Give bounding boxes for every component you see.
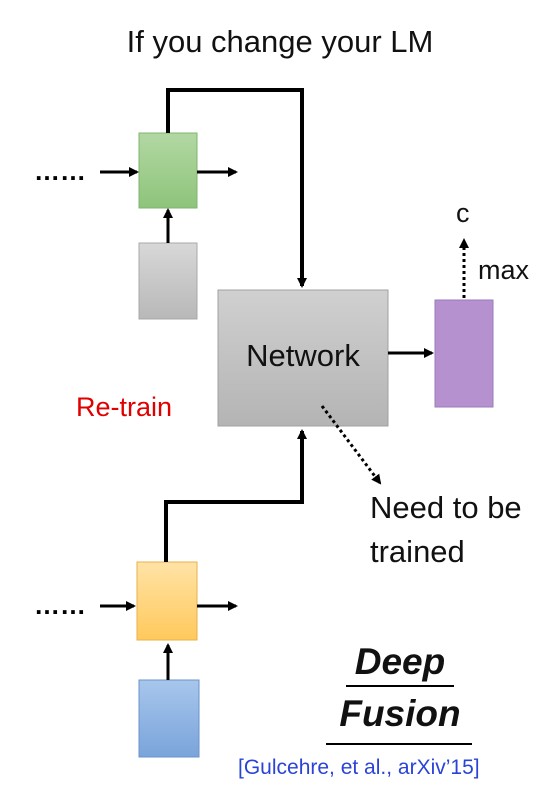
- ellipsis-top: ……: [34, 156, 86, 186]
- deep-word: Deep: [354, 641, 446, 682]
- max-label: max: [478, 255, 530, 285]
- network-block: [217, 289, 389, 427]
- lm-to-network-path: [166, 88, 307, 288]
- citation-text: [Gulcehre, et al., arXiv’15]: [238, 756, 480, 779]
- output-label-c: c: [456, 198, 470, 228]
- asr-input-block: [138, 679, 200, 758]
- asr-to-network-path: [164, 429, 307, 562]
- network-label: Network: [246, 338, 360, 373]
- need-trained-dotted-arrow: [320, 405, 382, 485]
- asr-hidden-block: [136, 561, 198, 641]
- lm-input-block: [138, 242, 198, 320]
- deep-fusion-title: Deep Fusion: [320, 636, 480, 740]
- retrain-label: Re-train: [76, 392, 173, 422]
- output-block: [434, 299, 494, 408]
- diagram-title: If you change your LM: [126, 24, 434, 59]
- need-trained-label: Need to be trained: [370, 490, 522, 569]
- ellipsis-bottom: ……: [34, 590, 86, 620]
- lm-hidden-block: [138, 132, 198, 209]
- fusion-word: Fusion: [339, 693, 461, 734]
